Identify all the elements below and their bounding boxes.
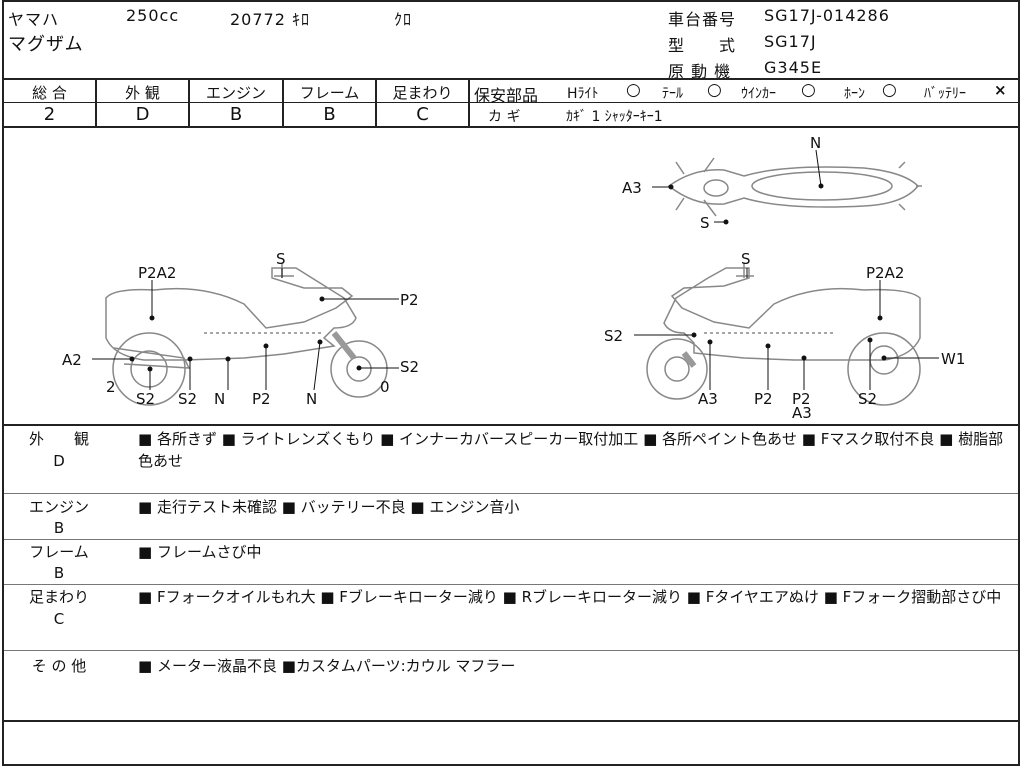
grade-header-overall: 総 合 — [32, 84, 67, 102]
left-label-p2: P2 — [400, 291, 419, 309]
grade-header-suspension: 足まわり — [392, 84, 453, 102]
top-label-n: N — [810, 134, 821, 152]
grade-suspension: C — [416, 104, 429, 125]
battery-mark: × — [994, 81, 1007, 99]
right-label-p2a2: P2A2 — [866, 264, 904, 282]
divider — [4, 424, 1018, 426]
grade-overall: 2 — [43, 104, 56, 125]
damage-markers — [92, 149, 939, 391]
divider — [282, 79, 284, 127]
winker-mark: ○ — [801, 80, 816, 100]
frame-number-label: 車台番号 — [668, 10, 737, 29]
mileage: 20772 ｷﾛ — [230, 10, 310, 29]
section-exterior-grade: D — [53, 452, 65, 470]
left-label-0: 0 — [380, 378, 390, 396]
winker-label: ｳｲﾝｶｰ — [741, 86, 776, 102]
left-label-s2: S2 — [400, 358, 419, 376]
right-bottom-p2-b: P2 — [792, 390, 811, 408]
top-label-s: S — [700, 214, 710, 232]
grade-engine: B — [229, 104, 243, 125]
left-bottom-n-a: N — [214, 390, 225, 408]
divider — [4, 720, 1018, 722]
headlight-mark: ○ — [626, 80, 641, 100]
grade-exterior: D — [135, 104, 150, 125]
section-frame-label: フレーム — [29, 543, 89, 561]
section-engine-grade: B — [53, 519, 65, 537]
right-label-s: S — [741, 250, 751, 268]
key-label: カ ギ — [488, 109, 521, 125]
section-other-notes: ■ メーター液晶不良 ■カスタムパーツ:カウル マフラー — [138, 657, 516, 675]
color: ｸﾛ — [394, 10, 413, 29]
divider — [4, 102, 470, 103]
section-exterior-label: 外 観 — [28, 430, 89, 448]
divider — [4, 539, 1018, 540]
top-label-a3: A3 — [622, 179, 642, 197]
divider — [4, 584, 1018, 585]
left-bottom-n-b: N — [306, 390, 317, 408]
key-value: ｶｷﾞ 1 ｼｬｯﾀｰｷｰ1 — [566, 109, 663, 125]
grade-header-exterior: 外 観 — [125, 84, 160, 102]
grade-header-engine: エンジン — [205, 84, 266, 102]
displacement: 250cc — [126, 6, 180, 25]
left-side-scooter — [105, 263, 388, 406]
section-frame-grade: B — [53, 564, 65, 582]
left-bottom-p2: P2 — [252, 390, 271, 408]
section-other-label: そ の 他 — [31, 657, 87, 675]
divider — [4, 650, 1018, 651]
horn-mark: ○ — [882, 80, 897, 100]
damage-diagram: N A3 S S P2A2 P2 A2 S2 2 0 S2 S2 N P2 N … — [62, 134, 965, 422]
right-bottom-s2: S2 — [858, 390, 877, 408]
right-label-w1: W1 — [941, 350, 965, 368]
model-name: マグザム — [8, 34, 84, 55]
left-label-s: S — [276, 250, 286, 268]
divider — [95, 79, 97, 127]
divider — [4, 493, 1018, 494]
divider — [468, 79, 470, 127]
left-label-a2: A2 — [62, 351, 82, 369]
section-suspension-notes: ■ Fフォークオイルもれ大 ■ Fブレーキローター減り ■ Rブレーキローター減… — [138, 588, 1002, 606]
type-number: SG17J — [764, 32, 817, 51]
grade-header-frame: フレーム — [299, 84, 360, 102]
divider — [470, 102, 1018, 103]
battery-label: ﾊﾞｯﾃﾘｰ — [924, 86, 966, 102]
right-bottom-p2-a: P2 — [754, 390, 773, 408]
taillight-label: ﾃｰﾙ — [662, 86, 683, 102]
section-frame-notes: ■ フレームさび中 — [138, 543, 262, 561]
right-label-s2: S2 — [604, 327, 623, 345]
left-bottom-s2-b: S2 — [178, 390, 197, 408]
frame-number: SG17J-014286 — [764, 6, 890, 25]
type-label: 型 式 — [668, 36, 737, 55]
engine-number: G345E — [764, 58, 823, 77]
maker: ヤマハ — [8, 10, 60, 29]
section-engine-notes: ■ 走行テスト未確認 ■ バッテリー不良 ■ エンジン音小 — [138, 498, 520, 516]
safety-parts-label: 保安部品 — [474, 86, 539, 105]
grade-frame: B — [323, 104, 336, 125]
engine-label: 原 動 機 — [668, 62, 732, 81]
section-suspension-label: 足まわり — [28, 588, 89, 606]
left-bottom-s2-a: S2 — [136, 390, 155, 408]
right-bottom-a3-sub: A3 — [792, 404, 812, 422]
headlight-label: Hﾗｲﾄ — [567, 86, 599, 102]
taillight-mark: ○ — [707, 80, 722, 100]
top-view-scooter — [667, 157, 922, 217]
right-side-scooter — [646, 263, 921, 406]
divider — [375, 79, 377, 127]
divider — [4, 78, 1018, 80]
divider — [188, 79, 190, 127]
right-bottom-a3: A3 — [698, 390, 718, 408]
section-suspension-grade: C — [53, 610, 65, 628]
horn-label: ﾎｰﾝ — [844, 86, 865, 102]
left-label-2: 2 — [106, 378, 116, 396]
section-exterior-notes: ■ 各所きず ■ ライトレンズくもり ■ インナーカバースピーカー取付加工 ■ … — [138, 430, 1004, 470]
left-label-p2a2: P2A2 — [138, 264, 176, 282]
section-engine-label: エンジン — [28, 498, 89, 516]
divider — [4, 126, 1018, 128]
